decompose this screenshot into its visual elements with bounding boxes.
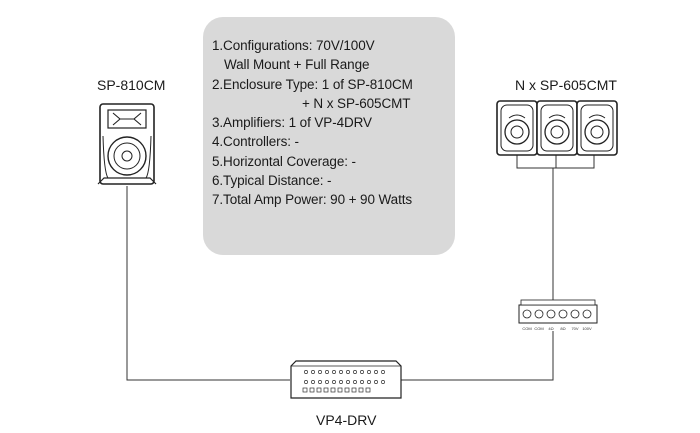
spec-item-horizontal-coverage: 5.Horizontal Coverage: - (212, 153, 356, 169)
terminal-label-com-2: COM (534, 326, 543, 331)
spec-item-enclosure-type-detail: + N x SP-605CMT (302, 95, 411, 111)
spec-item-typical-distance: 6.Typical Distance: - (212, 173, 332, 189)
left-speaker-wire (126, 186, 290, 381)
amplifier-label: VP4-DRV (316, 412, 377, 428)
spec-item-total-amp-power: 7.Total Amp Power: 90 + 90 Watts (212, 192, 413, 208)
right-speaker-1-icon (496, 100, 538, 156)
left-speaker-icon (97, 103, 157, 185)
spec-item-amplifiers: 3.Amplifiers: 1 of VP-4DRV (212, 115, 372, 131)
terminal-label-70v: 70V (571, 326, 578, 331)
right-speaker-2-icon (536, 100, 578, 156)
left-speaker-label: SP-810CM (97, 77, 166, 93)
spec-item-enclosure-type: 2.Enclosure Type: 1 of SP-810CM (212, 76, 413, 92)
terminal-wire (401, 331, 554, 381)
right-speakers-label: N x SP-605CMT (515, 77, 617, 93)
amplifier-icon (290, 360, 402, 399)
terminal-label-4ohm: 4Ω (548, 326, 553, 331)
terminal-label-8ohm: 8Ω (560, 326, 565, 331)
spec-item-configurations: 1.Configurations: 70V/100V (212, 38, 375, 53)
terminal-block-icon: COM COM 4Ω 8Ω 70V 100V (518, 299, 598, 331)
specification-list: 1.Configurations: 70V/100V Wall Mount + … (212, 36, 413, 210)
terminal-label-100v: 100V (582, 326, 592, 331)
spec-item-controllers: 4.Controllers: - (212, 134, 299, 150)
specification-box (203, 17, 455, 255)
right-speaker-3-icon (576, 100, 618, 156)
spec-item-configurations-detail: Wall Mount + Full Range (224, 57, 370, 73)
terminal-label-com-1: COM (522, 326, 531, 331)
